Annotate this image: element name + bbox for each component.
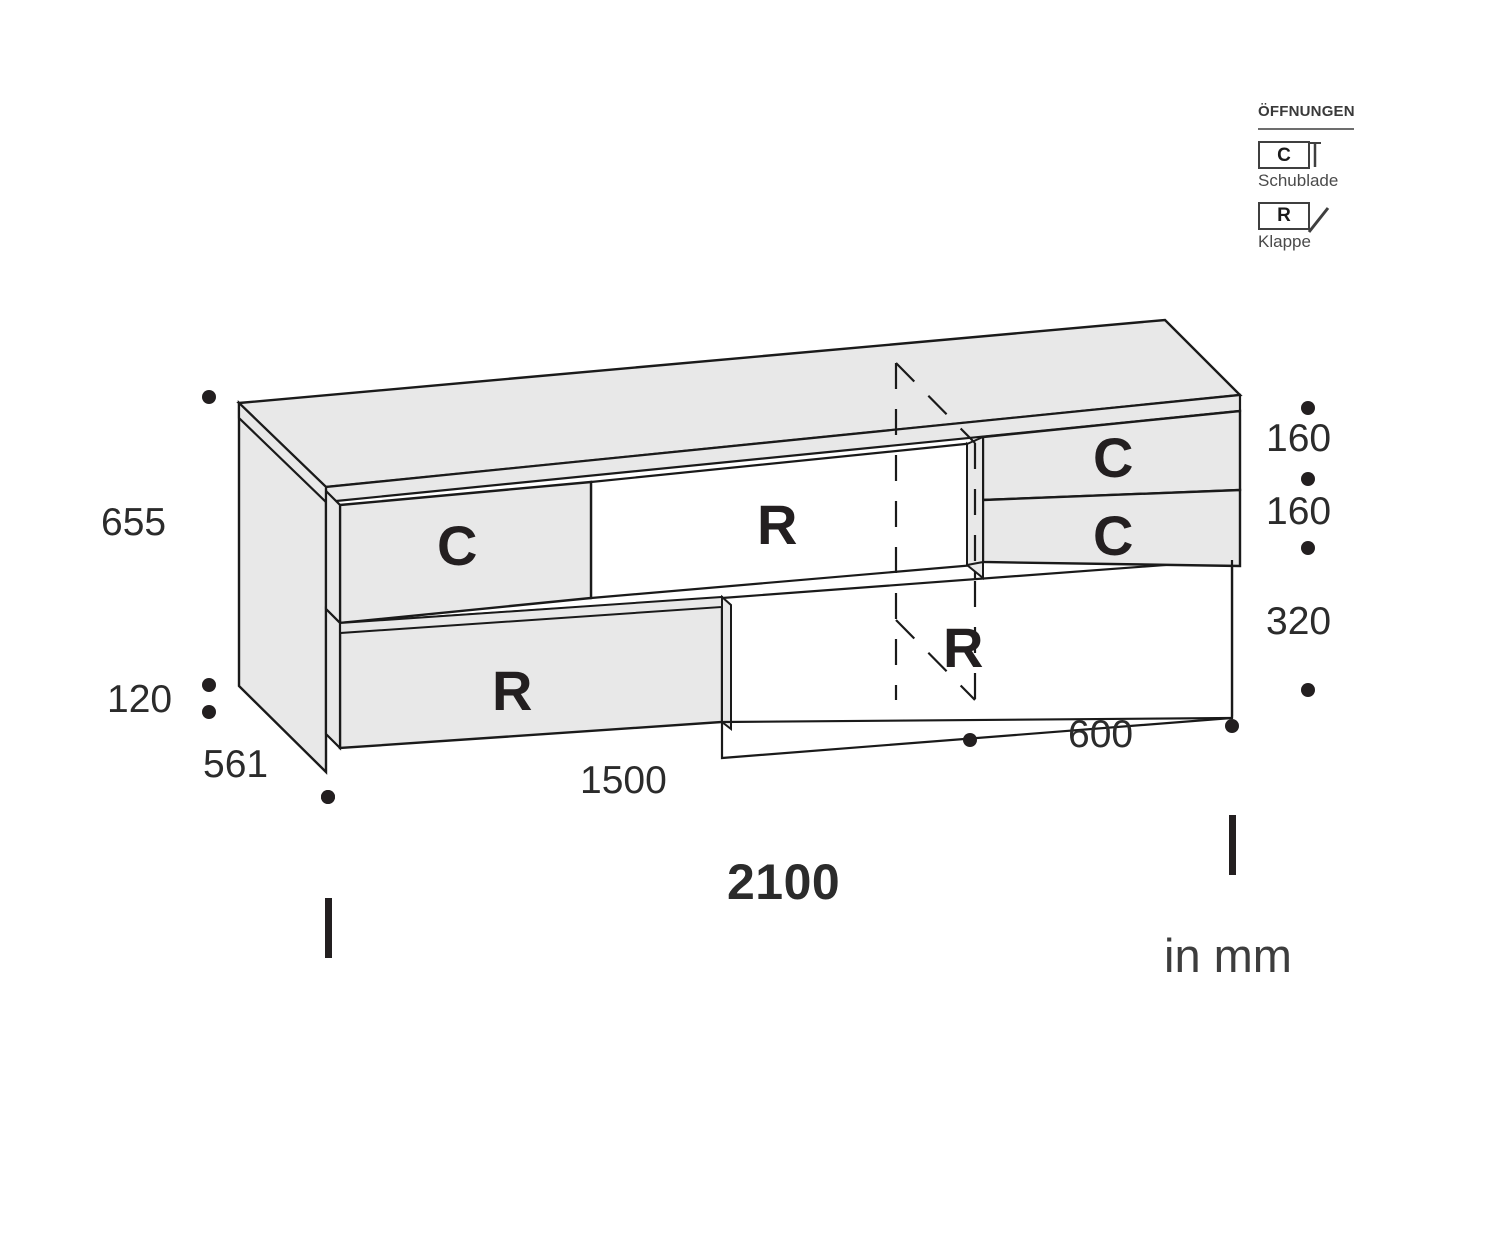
face-code-right-bottom-drawer: C — [1093, 504, 1134, 567]
flap-icon: R — [1258, 201, 1310, 230]
dim-dot-left-plinth-upper — [202, 678, 216, 692]
legend-divider — [1258, 128, 1354, 130]
dim-dot-right-160a-top — [1301, 401, 1315, 415]
legend-label-flap: Klappe — [1258, 231, 1311, 251]
left-upper-drawer-side-return — [324, 488, 342, 626]
dim-dot-total-left — [321, 790, 335, 804]
dim-dot-left-top — [202, 390, 216, 404]
dim-dot-600-left — [963, 733, 977, 747]
drawer-icon-pullout-mark — [1310, 142, 1321, 167]
dim-label-right-module-width: 600 — [1068, 713, 1134, 756]
legend-entry-drawer: C Schublade — [1258, 141, 1378, 191]
dim-label-total-width: 2100 — [727, 854, 841, 910]
dim-label-left-module-width: 1500 — [580, 759, 667, 802]
dim-label-left-height: 655 — [101, 501, 167, 544]
face-code-right-top-drawer: C — [1093, 426, 1134, 489]
dim-dot-right-160b-top — [1301, 472, 1315, 486]
face-code-left-lower-flap: R — [492, 659, 533, 722]
legend-title: ÖFFNUNGEN — [1258, 103, 1355, 120]
unit-note: in mm — [1164, 929, 1292, 982]
carcass-bottom-front-line — [721, 716, 1233, 724]
hidden-divider-diagonal-top-dashed — [895, 362, 976, 444]
face-code-center-upper-flap: R — [757, 493, 798, 556]
face-code-left-upper-drawer: C — [437, 514, 478, 577]
dim-dot-right-320-bottom — [1301, 683, 1315, 697]
legend-entry-flap: R Klappe — [1258, 201, 1378, 252]
dim-label-left-plinth: 120 — [107, 678, 173, 721]
drawer-icon: C — [1258, 141, 1310, 169]
dim-tick-total-right — [1229, 815, 1236, 875]
dim-dot-right-320-top — [1301, 541, 1315, 555]
face-code-center-lower-flap: R — [943, 616, 984, 679]
dim-label-depth: 561 — [203, 743, 269, 786]
dim-label-right-drawer-bottom: 160 — [1266, 490, 1332, 533]
legend-label-drawer: Schublade — [1258, 171, 1339, 190]
legend: ÖFFNUNGEN C Schublade R — [1258, 103, 1378, 251]
dim-label-right-opening: 320 — [1266, 600, 1332, 643]
dim-dot-600-right — [1225, 719, 1239, 733]
dim-dot-left-plinth-lower — [202, 705, 216, 719]
left-lower-flap-side-return — [324, 606, 342, 751]
legend-code-flap: R — [1277, 205, 1291, 227]
flap-icon-open-mark — [1307, 206, 1330, 233]
hidden-divider-diagonal-bottom-dashed — [895, 619, 976, 701]
left-lower-flap-right-cap — [721, 594, 732, 732]
dim-tick-total-left — [325, 898, 332, 958]
dim-label-right-drawer-top: 160 — [1266, 417, 1332, 460]
legend-code-drawer: C — [1277, 144, 1291, 166]
